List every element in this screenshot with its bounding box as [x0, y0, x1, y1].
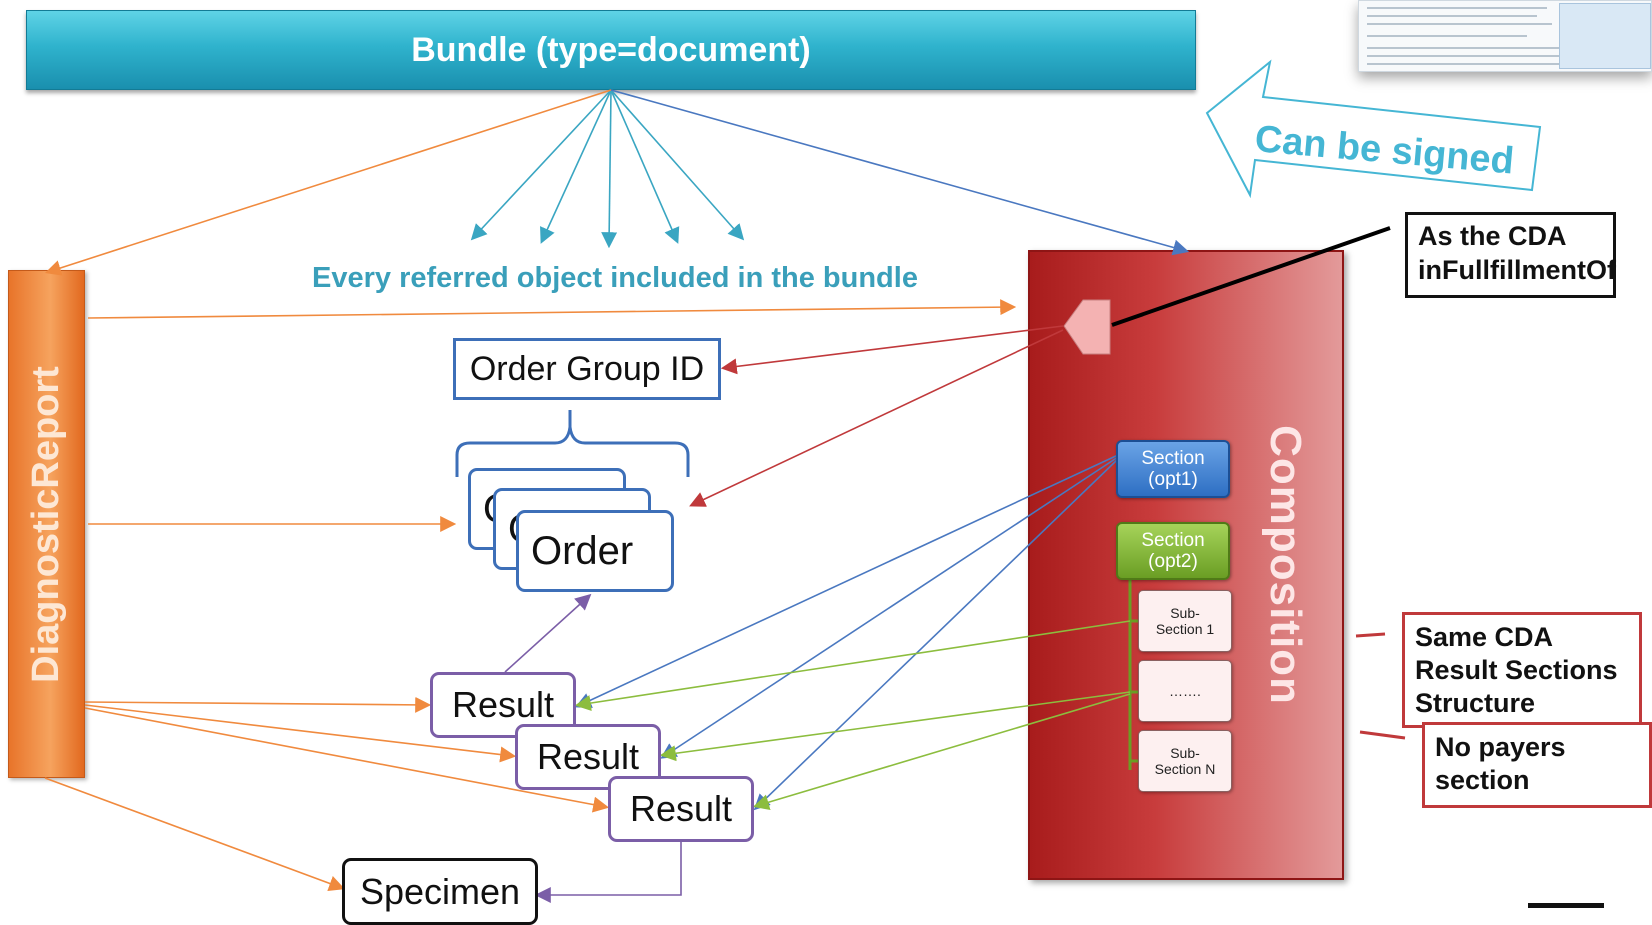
composition-pentagon-icon	[1063, 299, 1111, 355]
note-payers-line2: section	[1435, 765, 1530, 795]
note-cda-line2: inFullfillmentOf	[1418, 255, 1616, 285]
sub-section-1-box: Sub- Section 1	[1138, 590, 1232, 652]
note-same-cda-structure: Same CDA Result Sections Structure	[1402, 612, 1642, 728]
sub-section-n-box: Sub- Section N	[1138, 730, 1232, 792]
sub-section-n-line1: Sub-	[1170, 745, 1200, 761]
bundle-title: Bundle (type=document)	[411, 30, 811, 69]
note-cda-line1: As the CDA	[1418, 221, 1567, 251]
diagnostic-report-bar	[8, 270, 85, 778]
sub-section-1-line1: Sub-	[1170, 605, 1200, 621]
result-label-3: Result	[629, 788, 733, 829]
notes-connectors	[1355, 632, 1406, 740]
order-box-front: Order	[516, 510, 674, 592]
composition-red-arrows	[689, 325, 1064, 507]
note-same-line2: Result Sections	[1415, 655, 1618, 685]
note-same-line1: Same CDA	[1415, 622, 1554, 652]
result-label-2: Result	[536, 736, 640, 777]
bundle-to-diagnostic-arrow	[44, 89, 612, 276]
subsection-arrows	[574, 620, 1131, 810]
section-opt2-line1: Section	[1141, 530, 1205, 551]
sub-section-ellipsis: …….	[1169, 683, 1201, 699]
can-be-signed-arrow	[1205, 59, 1542, 199]
section-opt2-box: Section (opt2)	[1116, 522, 1230, 580]
note-cda-fulfillment: As the CDA inFullfillmentOf	[1405, 212, 1616, 298]
result-box-3: Result	[608, 776, 754, 842]
sub-section-n-line2: Section N	[1154, 761, 1216, 777]
section-opt1-box: Section (opt1)	[1116, 440, 1230, 498]
bottom-dash	[1528, 903, 1604, 908]
result-label-1: Result	[451, 684, 555, 725]
note-no-payers: No payers section	[1422, 722, 1652, 808]
bundle-bar: Bundle (type=document)	[26, 10, 1196, 90]
section-opt1-line2: (opt1)	[1148, 469, 1198, 490]
section2-tree	[1128, 580, 1138, 770]
note-same-line3: Structure	[1415, 688, 1536, 718]
order-group-brace	[455, 410, 690, 477]
specimen-box: Specimen	[342, 858, 538, 925]
note-payers-line1: No payers	[1435, 732, 1566, 762]
purple-arrows	[504, 593, 682, 903]
section-opt2-line2: (opt2)	[1148, 551, 1198, 572]
sub-section-1-line2: Section 1	[1155, 621, 1215, 637]
cda-note-connector	[1111, 226, 1391, 327]
result-box-1: Result	[430, 672, 576, 738]
result-box-2: Result	[515, 724, 661, 790]
section1-arrows	[575, 454, 1119, 811]
every-referred-label: Every referred object included in the bu…	[312, 262, 918, 294]
document-thumbnail	[1358, 0, 1652, 72]
specimen-label: Specimen	[359, 870, 521, 912]
order-label-front: Order	[531, 528, 634, 573]
bundle-fan-arrows	[470, 89, 745, 249]
sub-section-ellipsis-box: …….	[1138, 660, 1232, 722]
order-group-id-box: Order Group ID	[453, 338, 721, 400]
section-opt1-line1: Section	[1141, 448, 1205, 469]
order-group-id-label: Order Group ID	[469, 349, 705, 388]
diagnostic-arrows	[44, 299, 1017, 892]
bundle-to-composition-arrow	[610, 89, 1190, 256]
